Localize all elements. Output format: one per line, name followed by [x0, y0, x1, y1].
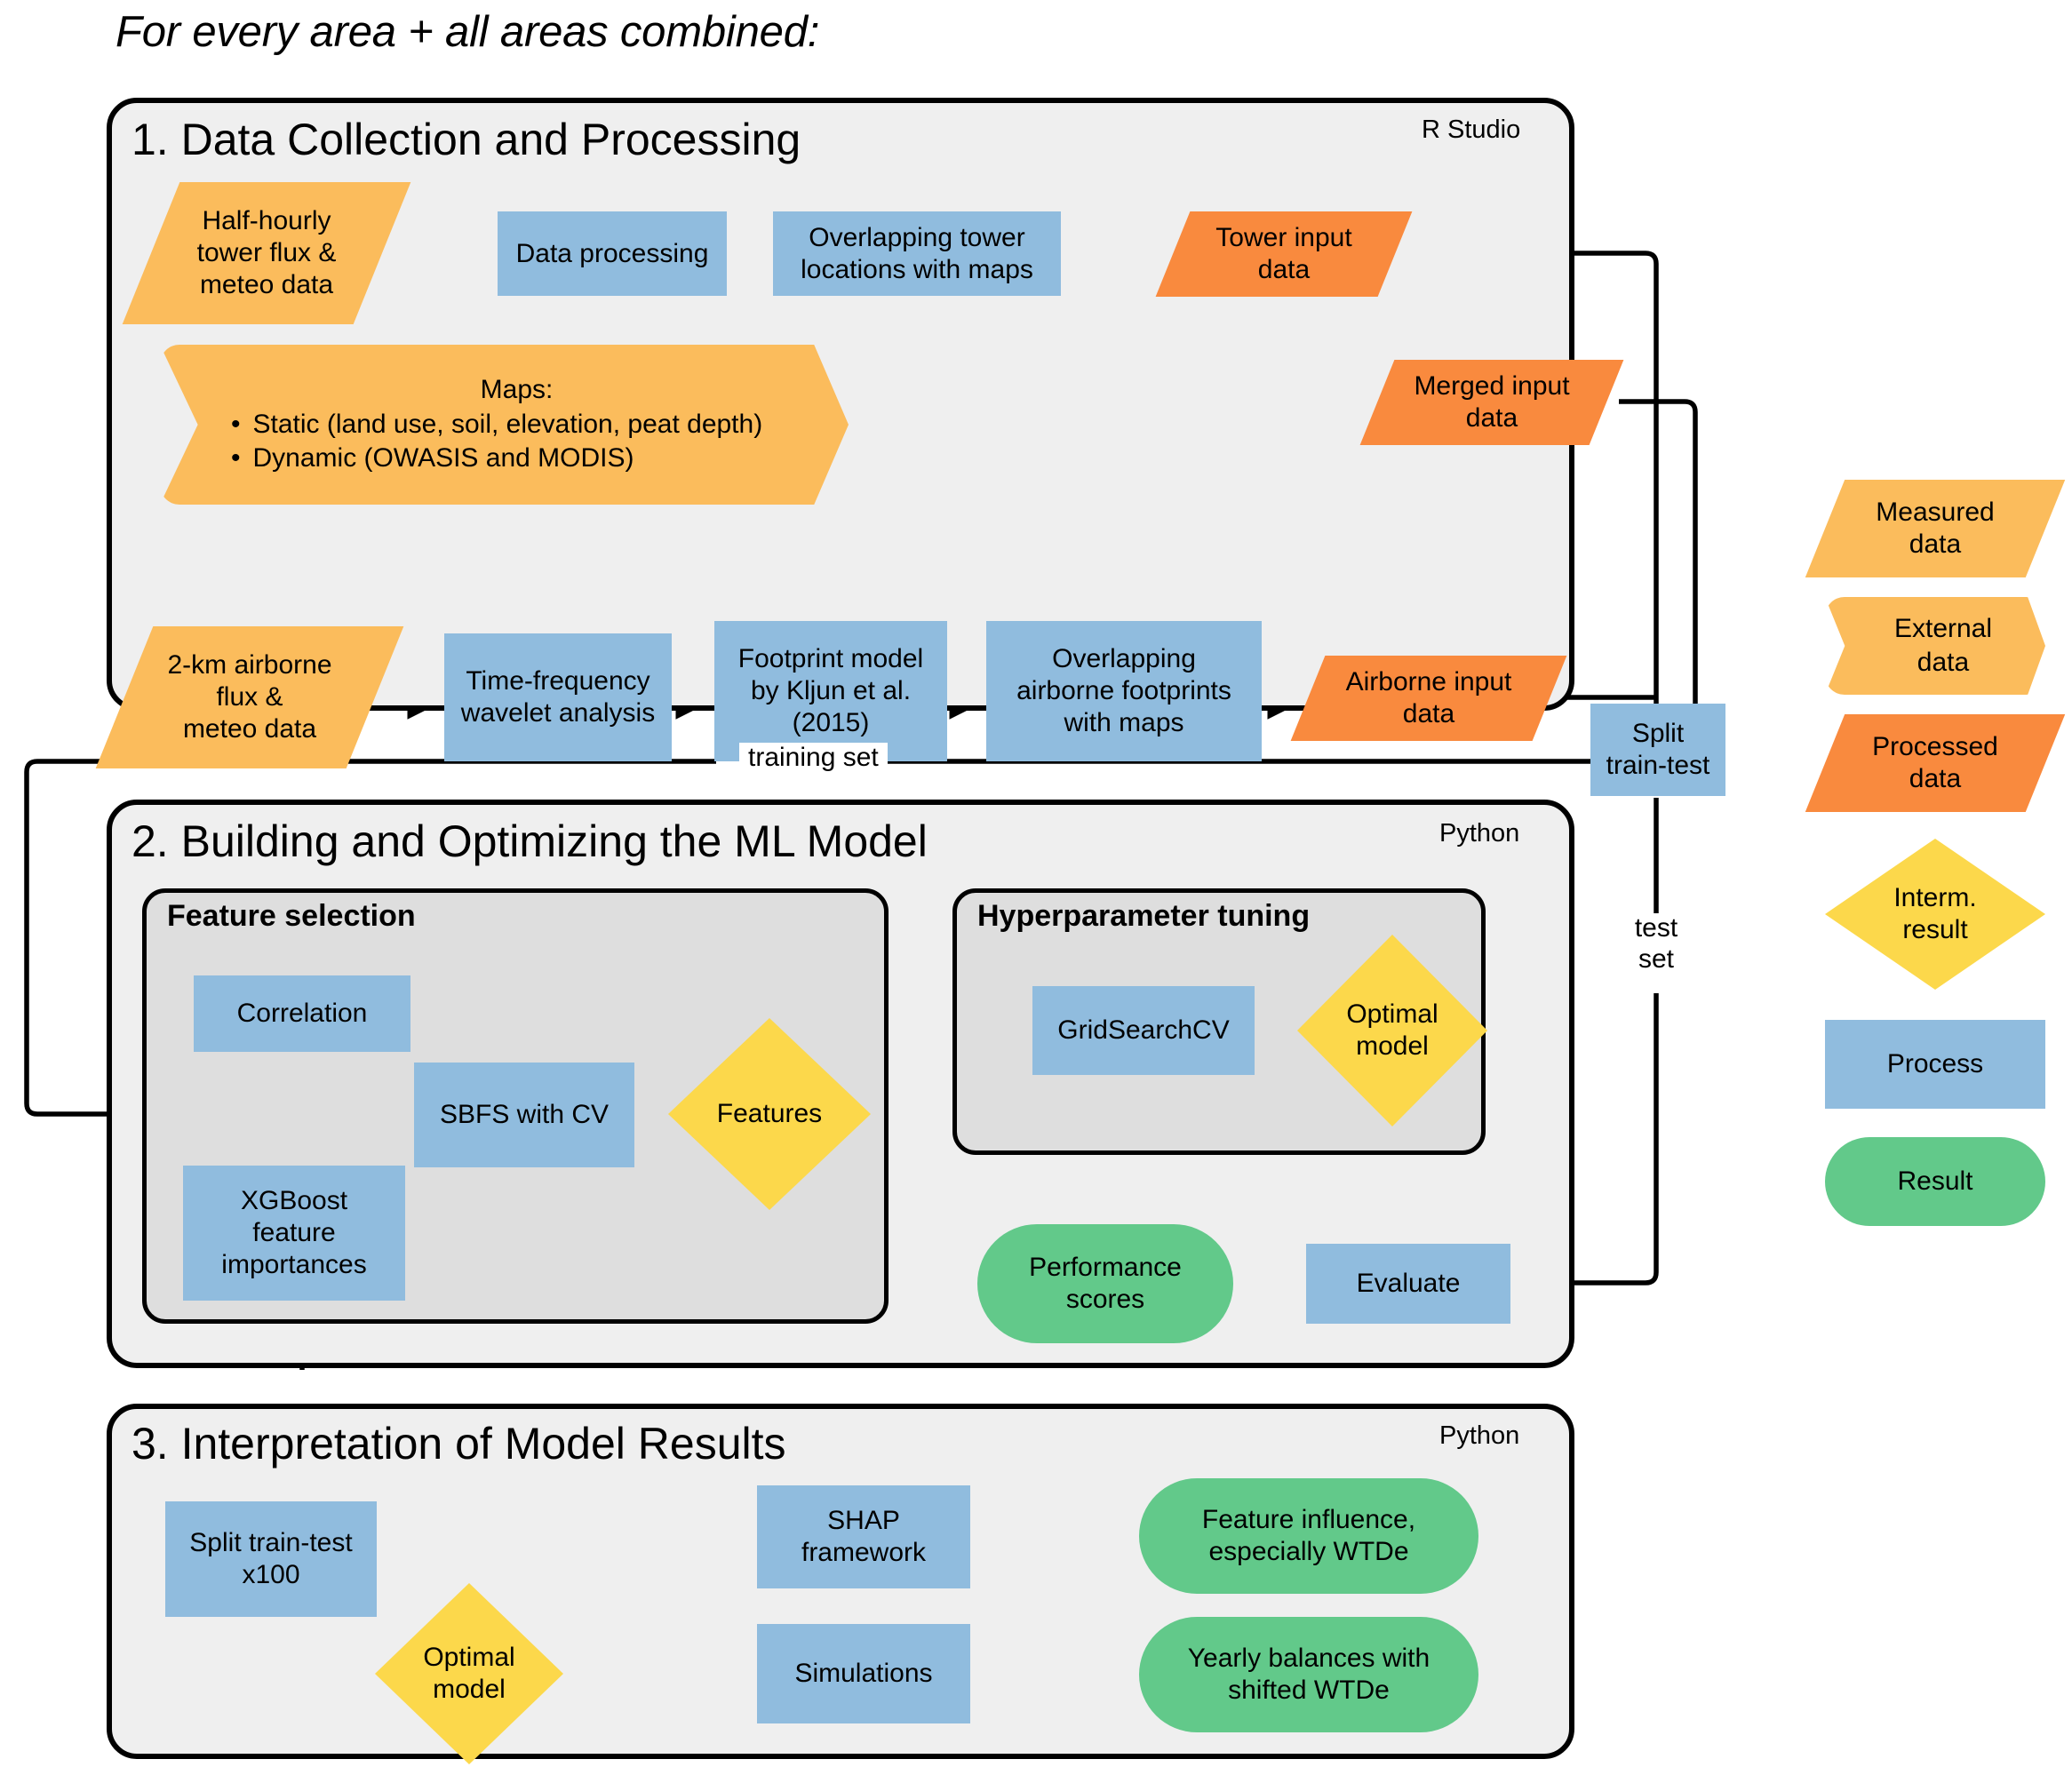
- node-overlapping-tower-locations: Overlapping tower locations with maps: [773, 211, 1061, 296]
- node-merged-input-data: Merged input data: [1359, 360, 1624, 445]
- legend-swatch-external: External data: [1825, 597, 2045, 695]
- banner-shape: [160, 345, 849, 505]
- legend-swatch-processed: Processed data: [1805, 714, 2066, 812]
- node-evaluate: Evaluate: [1306, 1244, 1510, 1324]
- legend-label: Processed data: [1872, 732, 1998, 793]
- node-airborne-input-data: Airborne input data: [1290, 656, 1567, 741]
- node-label: Overlapping airborne footprints with map…: [1016, 644, 1231, 737]
- node-half-hourly-tower-data: Half-hourly tower flux & meteo data: [122, 182, 411, 324]
- legend-label: Measured data: [1876, 497, 1995, 559]
- legend-item-result: Result: [1813, 1137, 2070, 1226]
- legend-item-measured-data: Measured data: [1805, 480, 2070, 577]
- node-split-train-test-x100: Split train-test x100: [165, 1501, 377, 1617]
- node-yearly-balances: Yearly balances with shifted WTDe: [1139, 1617, 1478, 1732]
- node-optimal-model-diamond-stage3: Optimal model: [375, 1583, 563, 1764]
- node-label: Merged input data: [1414, 371, 1570, 433]
- node-label: SBFS with CV: [439, 1100, 610, 1129]
- node-gridsearchcv: GridSearchCV: [1032, 986, 1255, 1075]
- node-shap-framework: SHAP framework: [757, 1485, 970, 1588]
- node-label: XGBoost feature importances: [221, 1186, 367, 1279]
- node-overlapping-airborne-footprints: Overlapping airborne footprints with map…: [986, 621, 1262, 761]
- node-label: SHAP framework: [801, 1506, 927, 1567]
- edge-label-test-set: test set: [1615, 913, 1697, 975]
- legend-item-process: Process: [1813, 1020, 2070, 1109]
- page-caption: For every area + all areas combined:: [116, 8, 820, 56]
- legend-label: Interm. result: [1893, 883, 1977, 944]
- maps-bullet-1: Static (land use, soil, elevation, peat …: [252, 409, 763, 439]
- legend-item-external-data: External data: [1813, 597, 2070, 695]
- subpanel-feature-selection-title: Feature selection: [167, 899, 416, 933]
- legend-label: Process: [1886, 1049, 1984, 1079]
- maps-bullet-2: Dynamic (OWASIS and MODIS): [252, 443, 634, 474]
- node-label: Features: [716, 1099, 823, 1128]
- node-wavelet-analysis: Time-frequency wavelet analysis: [444, 633, 672, 761]
- bullet-glyph: •: [231, 443, 241, 474]
- node-split-train-test: Split train-test: [1590, 704, 1725, 796]
- node-simulations: Simulations: [757, 1624, 970, 1723]
- node-data-processing: Data processing: [498, 211, 727, 296]
- banner-shape: [1825, 597, 2045, 695]
- node-airborne-flux-data: 2-km airborne flux & meteo data: [95, 626, 404, 768]
- stage-1-title: 1. Data Collection and Processing: [131, 115, 801, 164]
- legend-swatch-result: Result: [1825, 1137, 2045, 1226]
- node-label-group: Maps: • Static (land use, soil, elevatio…: [160, 345, 849, 505]
- node-xgboost-feature-importances: XGBoost feature importances: [183, 1166, 405, 1301]
- node-performance-scores: Performance scores: [977, 1224, 1233, 1343]
- node-label: Time-frequency wavelet analysis: [460, 666, 656, 728]
- node-label: Airborne input data: [1345, 667, 1512, 728]
- node-label: Optimal model: [423, 1643, 515, 1704]
- node-label: Simulations: [794, 1659, 933, 1688]
- node-label: Data processing: [515, 238, 709, 268]
- node-label: 2-km airborne flux & meteo data: [167, 650, 332, 744]
- stage-1-language: R Studio: [1422, 115, 1521, 144]
- node-tower-input-data: Tower input data: [1155, 211, 1413, 297]
- legend: Measured data External data Processed da…: [1805, 480, 2070, 1226]
- node-features-diamond: Features: [668, 1018, 871, 1210]
- legend-label: External data: [1893, 613, 1993, 677]
- stage-2-language: Python: [1439, 819, 1520, 848]
- node-label: Yearly balances with shifted WTDe: [1187, 1644, 1430, 1705]
- node-label: Split train-test x100: [189, 1528, 353, 1589]
- node-label: Half-hourly tower flux & meteo data: [196, 206, 337, 299]
- maps-bullet-2-row: • Dynamic (OWASIS and MODIS): [211, 442, 822, 475]
- legend-swatch-interm: Interm. result: [1825, 839, 2045, 990]
- maps-title: Maps:: [480, 375, 554, 405]
- node-label: Evaluate: [1356, 1269, 1461, 1298]
- legend-swatch-measured: Measured data: [1805, 480, 2066, 577]
- node-label: Overlapping tower locations with maps: [801, 222, 1033, 284]
- node-label: Footprint model by Kljun et al. (2015): [737, 644, 924, 737]
- legend-swatch-process: Process: [1825, 1020, 2045, 1109]
- node-label: Split train-test: [1606, 719, 1710, 780]
- stage-3-title: 3. Interpretation of Model Results: [131, 1419, 786, 1469]
- node-label: Tower input data: [1215, 223, 1352, 284]
- legend-item-interm-result: Interm. result: [1813, 839, 2070, 990]
- stage-3-language: Python: [1439, 1421, 1520, 1450]
- node-correlation: Correlation: [194, 975, 410, 1052]
- maps-bullet-1-row: • Static (land use, soil, elevation, pea…: [211, 408, 822, 442]
- node-feature-influence: Feature influence, especially WTDe: [1139, 1478, 1478, 1594]
- node-label: Performance scores: [1029, 1253, 1182, 1314]
- node-label: Feature influence, especially WTDe: [1201, 1505, 1416, 1566]
- node-label: Optimal model: [1346, 999, 1438, 1061]
- node-footprint-model: Footprint model by Kljun et al. (2015): [714, 621, 947, 761]
- stage-2-title: 2. Building and Optimizing the ML Model: [131, 816, 928, 866]
- node-label: Correlation: [236, 999, 368, 1028]
- node-optimal-model-diamond-stage2: Optimal model: [1297, 935, 1487, 1126]
- node-sbfs-with-cv: SBFS with CV: [414, 1063, 634, 1167]
- node-maps-external-data: Maps: • Static (land use, soil, elevatio…: [160, 345, 849, 505]
- bullet-glyph: •: [231, 409, 241, 439]
- legend-label: Result: [1897, 1166, 1973, 1196]
- legend-item-processed-data: Processed data: [1805, 714, 2070, 812]
- edge-label-training-set: training set: [739, 743, 888, 774]
- node-label: GridSearchCV: [1057, 1015, 1230, 1045]
- subpanel-hyperparameter-tuning-title: Hyperparameter tuning: [977, 899, 1311, 933]
